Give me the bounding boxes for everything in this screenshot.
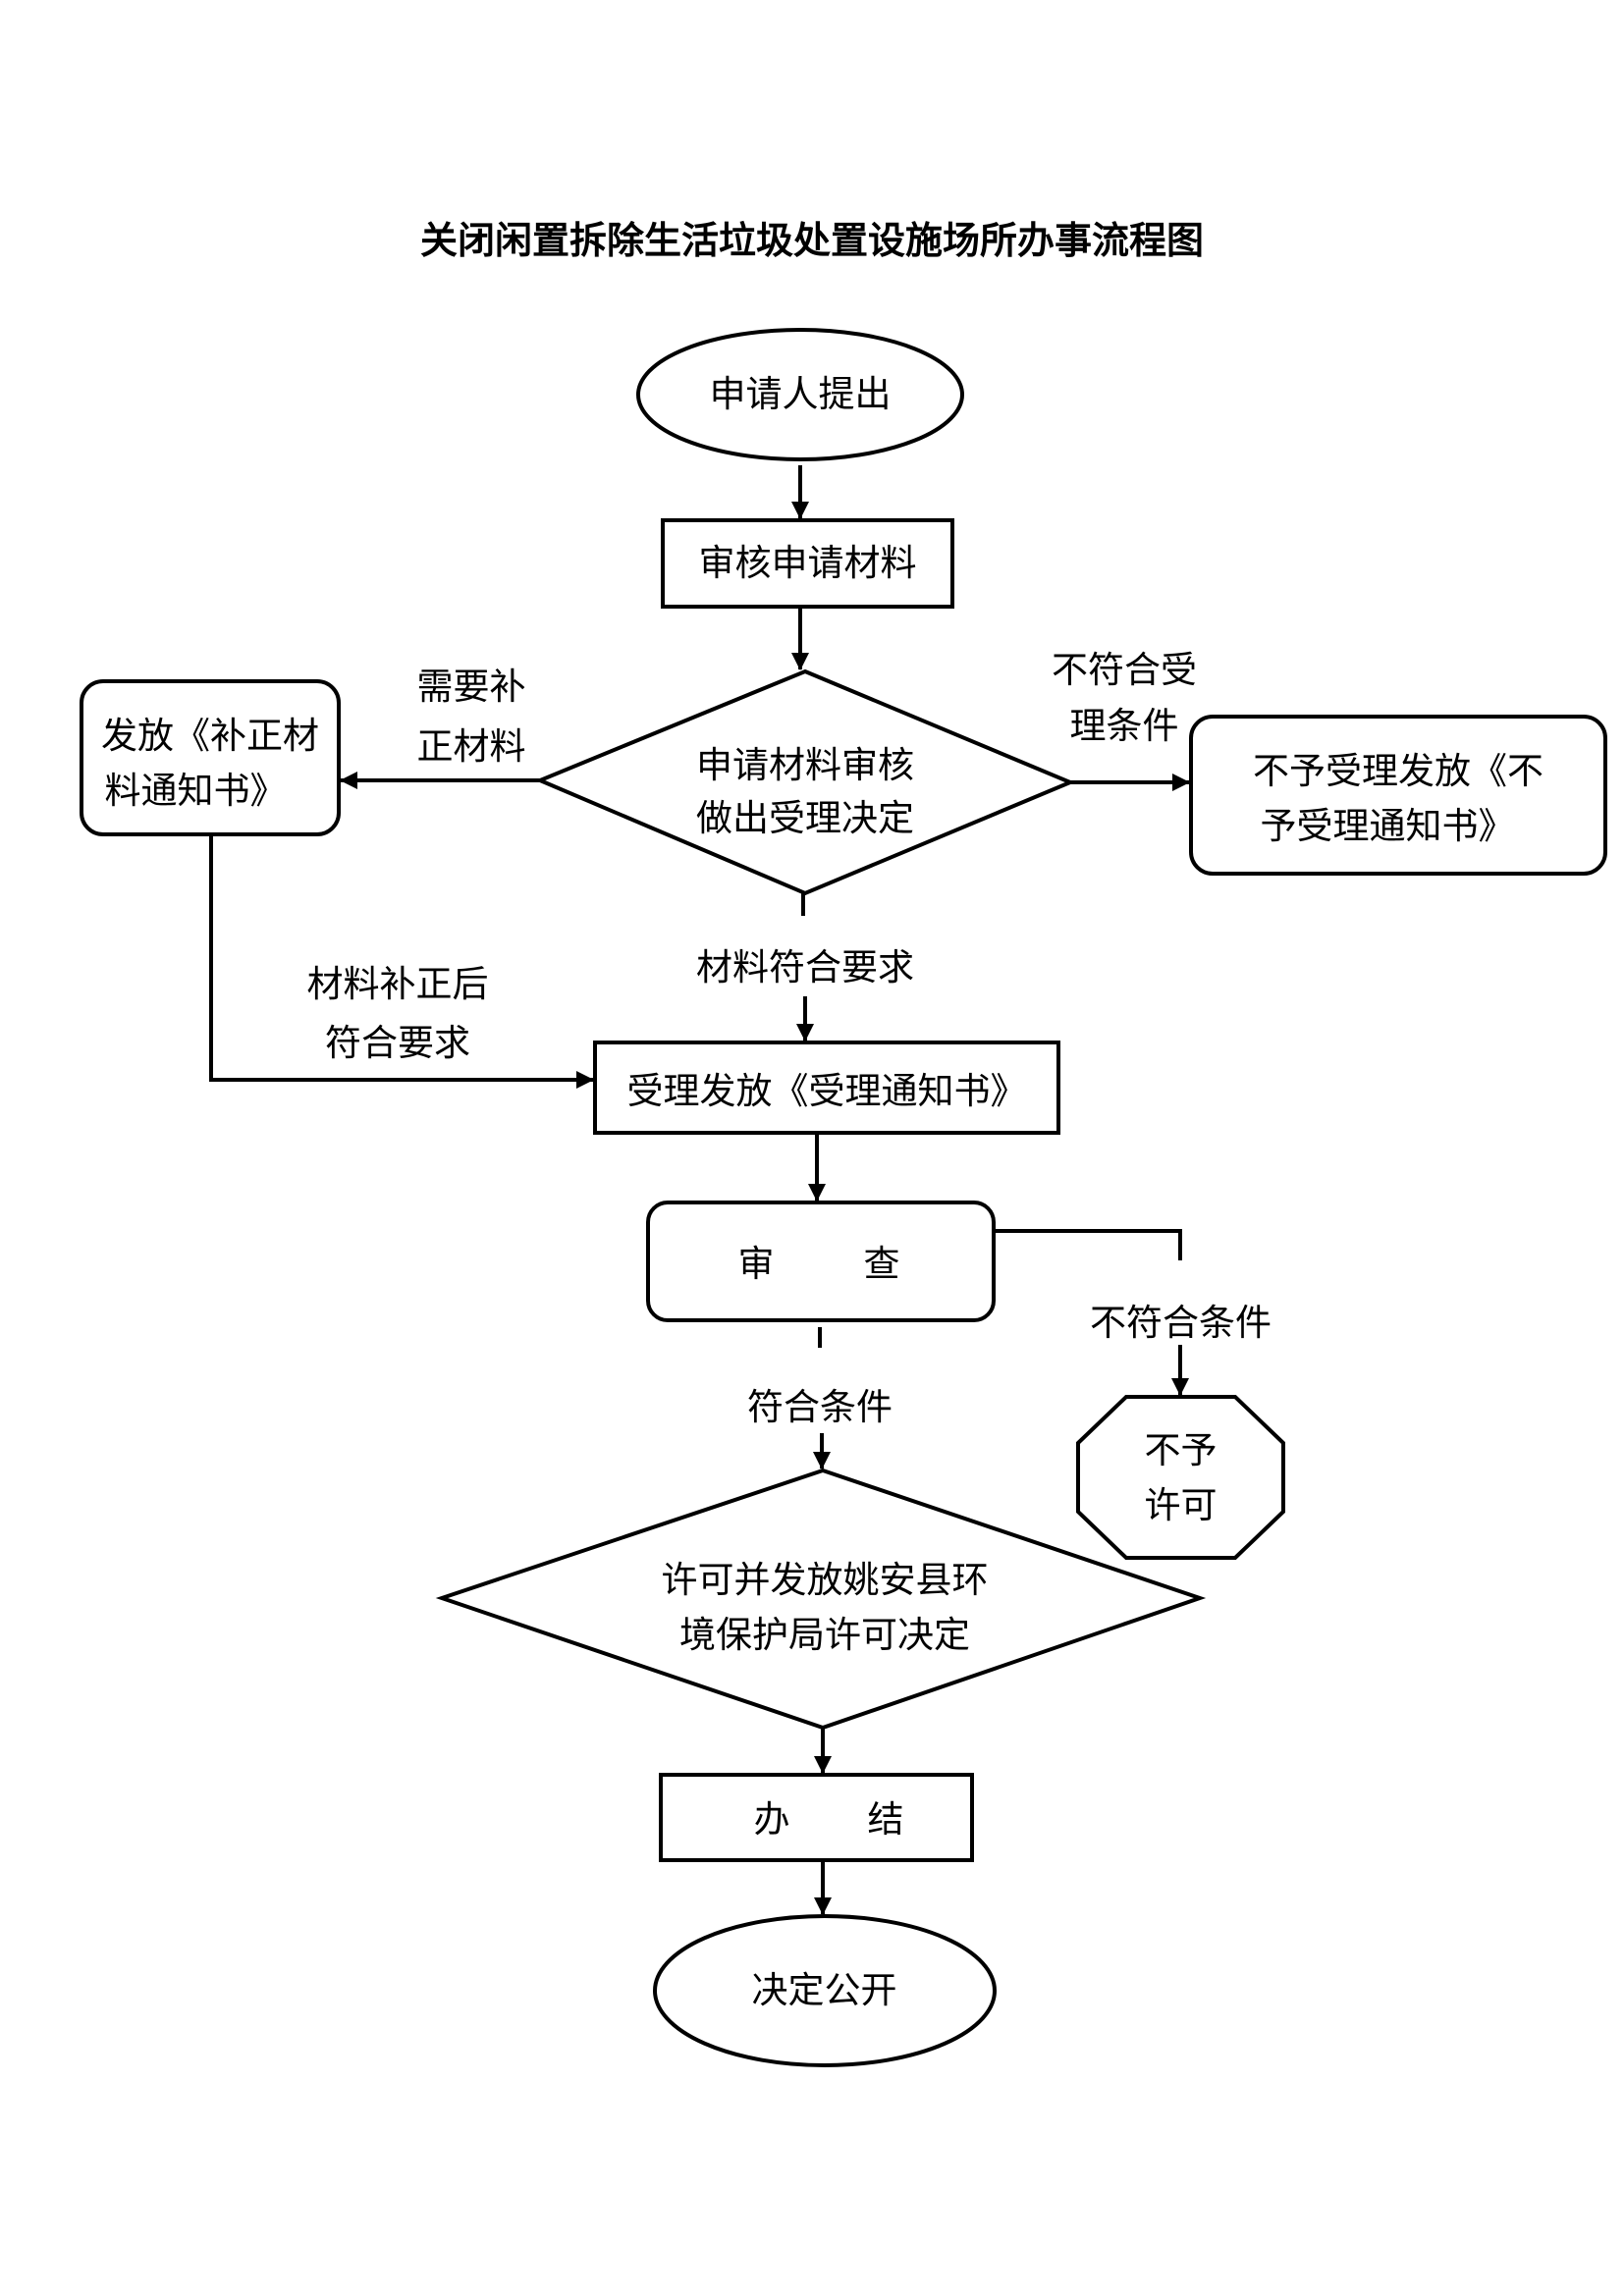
permit-decision-line1: 许可并发放姚安县环 xyxy=(661,1559,989,1601)
page-title: 关闭闲置拆除生活垃圾处置设施场所办事流程图 xyxy=(419,218,1204,262)
supplement-notice-line1: 发放《补正材 xyxy=(101,715,319,757)
examine-char2: 查 xyxy=(863,1243,900,1285)
edge-label-materials-ok: 材料符合要求 xyxy=(696,946,914,988)
examine-box xyxy=(646,1201,996,1322)
edge-label-conditions-not-met: 不符合条件 xyxy=(1090,1302,1272,1344)
supplement-notice-box xyxy=(80,679,341,836)
accept-notice-box xyxy=(593,1041,1060,1135)
deny-permit-octagon xyxy=(1076,1395,1285,1560)
start-ellipse xyxy=(636,328,964,461)
edge-label-need-supplement-line2: 正材料 xyxy=(416,725,526,768)
acceptance-decision-line1: 申请材料审核 xyxy=(696,744,914,786)
complete-char2: 结 xyxy=(867,1798,904,1841)
edge-label-conditions-met: 符合条件 xyxy=(747,1386,893,1428)
edge-label-not-meet-acceptance-line1: 不符合受 xyxy=(1052,649,1197,691)
start-label: 申请人提出 xyxy=(709,373,892,415)
review-materials-box xyxy=(661,518,954,609)
reject-notice-line1: 不予受理发放《不 xyxy=(1253,750,1543,792)
review-materials-label: 审核申请材料 xyxy=(698,542,917,584)
edge-label-need-supplement-line1: 需要补 xyxy=(416,666,526,708)
edge-label-after-supplement-line2: 符合要求 xyxy=(325,1022,470,1064)
examine-char1: 审 xyxy=(737,1243,775,1285)
edge-label-after-supplement-line1: 材料补正后 xyxy=(306,963,489,1005)
acceptance-decision-line2: 做出受理决定 xyxy=(696,797,914,839)
line-examine-to-right xyxy=(994,1229,1182,1260)
complete-char1: 办 xyxy=(753,1798,790,1841)
end-ellipse xyxy=(653,1914,997,2067)
reject-notice-line2: 予受理通知书》 xyxy=(1260,805,1515,847)
complete-box xyxy=(659,1773,974,1862)
deny-permit-line2: 许可 xyxy=(1144,1484,1218,1526)
permit-decision-line2: 境保护局许可决定 xyxy=(679,1614,970,1656)
deny-permit-line1: 不予 xyxy=(1144,1429,1218,1471)
edge-label-not-meet-acceptance-line2: 理条件 xyxy=(1069,705,1179,747)
reject-notice-box xyxy=(1189,715,1607,876)
supplement-notice-line2: 料通知书》 xyxy=(104,770,287,812)
end-label: 决定公开 xyxy=(751,1969,897,2011)
accept-notice-label: 受理发放《受理通知书》 xyxy=(626,1070,1027,1112)
arrow-supplement-to-accept xyxy=(209,836,594,1089)
